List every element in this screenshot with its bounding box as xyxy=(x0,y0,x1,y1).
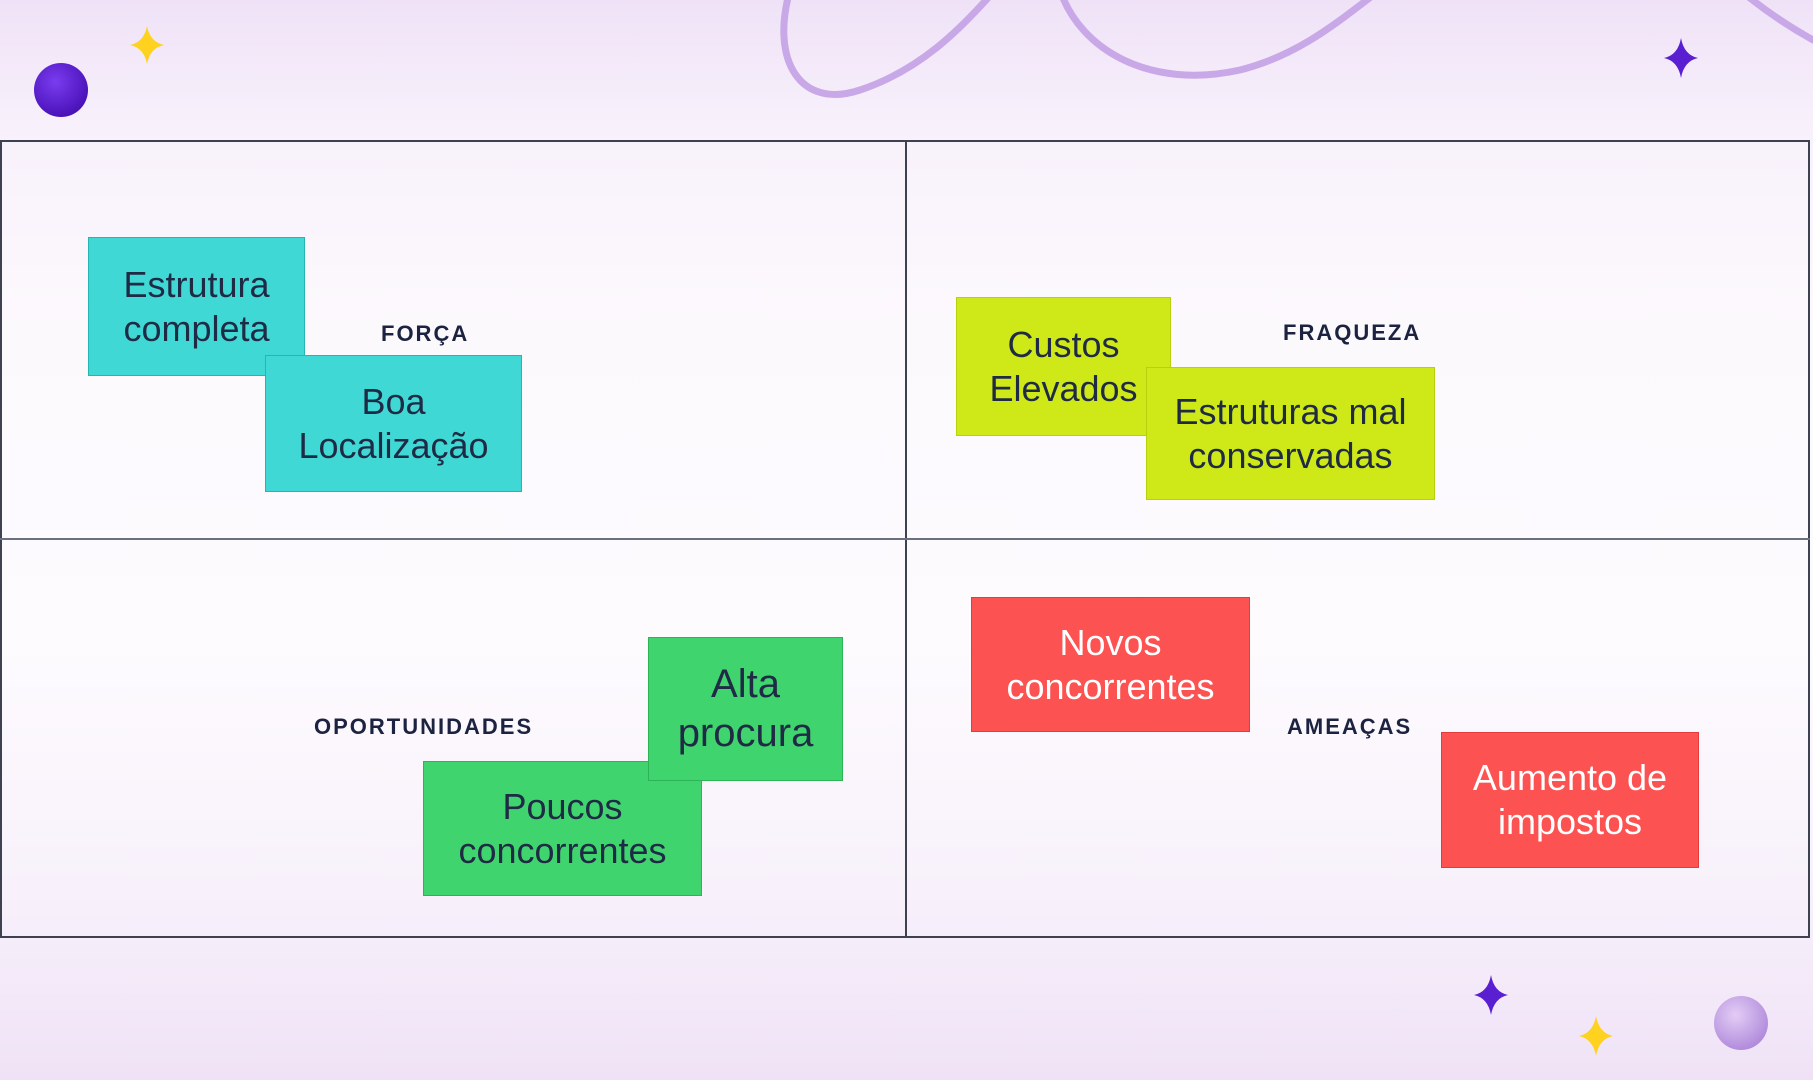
sticky-note-estrutura-completa[interactable]: Estrutura completa xyxy=(88,237,305,376)
sticky-note-text: Estrutura completa xyxy=(123,263,270,349)
sticky-note-boa-localizacao[interactable]: Boa Localização xyxy=(265,355,522,492)
quadrant-label-fraqueza: FRAQUEZA xyxy=(1283,320,1422,345)
sparkle-yellow-icon xyxy=(130,26,164,64)
sticky-note-text: Boa Localização xyxy=(298,380,489,466)
sticky-note-text: Alta procura xyxy=(677,662,814,755)
sticky-note-aumento-de-impostos[interactable]: Aumento de impostos xyxy=(1441,732,1699,868)
sticky-note-text: Aumento de impostos xyxy=(1472,757,1668,842)
grid-divider-horizontal xyxy=(0,538,1810,540)
sparkle-purple-icon xyxy=(1474,975,1508,1015)
sticky-note-alta-procura[interactable]: Alta procura xyxy=(648,637,843,781)
sparkle-purple-icon xyxy=(1664,38,1698,78)
quadrant-label-ameacas: AMEAÇAS xyxy=(1287,714,1413,739)
sticky-note-poucos-concorrentes[interactable]: Poucos concorrentes xyxy=(423,761,702,896)
sticky-note-text: Custos Elevados xyxy=(989,323,1138,409)
sticky-note-novos-concorrentes[interactable]: Novos concorrentes xyxy=(971,597,1250,732)
purple-ball-icon xyxy=(34,63,88,117)
quadrant-label-forca: FORÇA xyxy=(381,321,470,346)
sticky-note-text: Estruturas mal conservadas xyxy=(1174,390,1407,476)
sticky-note-text: Novos concorrentes xyxy=(1006,621,1215,707)
sticky-note-estruturas-mal-conservadas[interactable]: Estruturas mal conservadas xyxy=(1146,367,1435,500)
lavender-ball-icon xyxy=(1714,996,1768,1050)
sparkle-yellow-icon xyxy=(1579,1016,1613,1056)
sticky-note-text: Poucos concorrentes xyxy=(458,785,667,871)
quadrant-label-oportunidades: OPORTUNIDADES xyxy=(314,714,534,739)
sticky-note-custos-elevados[interactable]: Custos Elevados xyxy=(956,297,1171,436)
squiggle-line xyxy=(780,0,1813,98)
